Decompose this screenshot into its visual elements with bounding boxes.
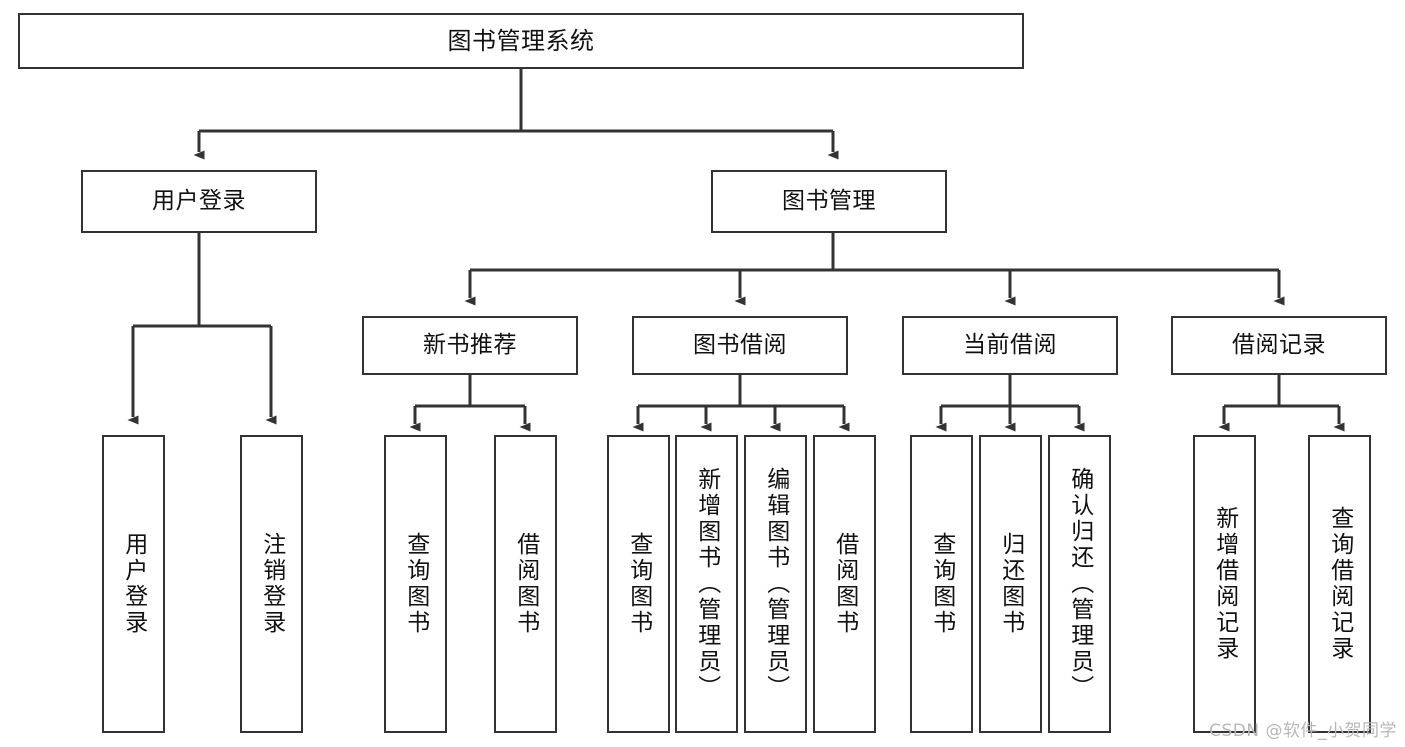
leaf-borrow-edit[interactable]: 编辑图书（管理员） — [744, 435, 807, 733]
leaf-rec-borrow[interactable]: 借阅图书 — [494, 435, 557, 733]
leaf-rec-borrow-label: 借阅图书 — [512, 532, 539, 636]
node-root-label: 图书管理系统 — [447, 26, 595, 55]
node-current-borrow-label: 当前借阅 — [963, 331, 1057, 358]
node-book-borrow-label: 图书借阅 — [693, 331, 787, 358]
leaf-rec-search-label: 查询借阅记录 — [1326, 506, 1353, 662]
node-new-book-rec-label: 新书推荐 — [423, 331, 517, 358]
node-borrow-record[interactable]: 借阅记录 — [1171, 316, 1387, 375]
node-book-manage[interactable]: 图书管理 — [711, 170, 947, 233]
node-new-book-rec[interactable]: 新书推荐 — [362, 316, 578, 375]
leaf-cur-return-label: 归还图书 — [997, 532, 1024, 636]
leaf-user-login-label: 用户登录 — [120, 532, 147, 636]
leaf-borrow-query[interactable]: 查询图书 — [607, 435, 670, 733]
node-user-login[interactable]: 用户登录 — [81, 170, 317, 233]
node-book-borrow[interactable]: 图书借阅 — [632, 316, 848, 375]
leaf-user-login[interactable]: 用户登录 — [102, 435, 165, 733]
leaf-borrow-do-label: 借阅图书 — [831, 532, 858, 636]
leaf-cur-query-label: 查询图书 — [928, 532, 955, 636]
node-root[interactable]: 图书管理系统 — [18, 13, 1024, 69]
leaf-cur-return[interactable]: 归还图书 — [979, 435, 1042, 733]
leaf-cur-confirm[interactable]: 确认归还（管理员） — [1048, 435, 1111, 733]
node-user-login-label: 用户登录 — [152, 187, 246, 214]
node-current-borrow[interactable]: 当前借阅 — [902, 316, 1118, 375]
leaf-cur-query[interactable]: 查询图书 — [910, 435, 973, 733]
leaf-user-logout-label: 注销登录 — [258, 532, 285, 636]
leaf-rec-search[interactable]: 查询借阅记录 — [1308, 435, 1371, 733]
leaf-borrow-edit-label: 编辑图书（管理员） — [762, 467, 789, 701]
csdn-watermark: CSDN @软件_小贺同学 — [1209, 721, 1397, 741]
leaf-rec-add[interactable]: 新增借阅记录 — [1193, 435, 1256, 733]
leaf-rec-add-label: 新增借阅记录 — [1211, 506, 1238, 662]
node-book-manage-label: 图书管理 — [782, 187, 876, 214]
node-borrow-record-label: 借阅记录 — [1232, 331, 1326, 358]
leaf-borrow-do[interactable]: 借阅图书 — [813, 435, 876, 733]
leaf-rec-query[interactable]: 查询图书 — [384, 435, 447, 733]
leaf-rec-query-label: 查询图书 — [402, 532, 429, 636]
leaf-cur-confirm-label: 确认归还（管理员） — [1066, 467, 1093, 701]
leaf-user-logout[interactable]: 注销登录 — [240, 435, 303, 733]
leaf-borrow-add-label: 新增图书（管理员） — [693, 467, 720, 701]
leaf-borrow-add[interactable]: 新增图书（管理员） — [675, 435, 738, 733]
leaf-borrow-query-label: 查询图书 — [625, 532, 652, 636]
